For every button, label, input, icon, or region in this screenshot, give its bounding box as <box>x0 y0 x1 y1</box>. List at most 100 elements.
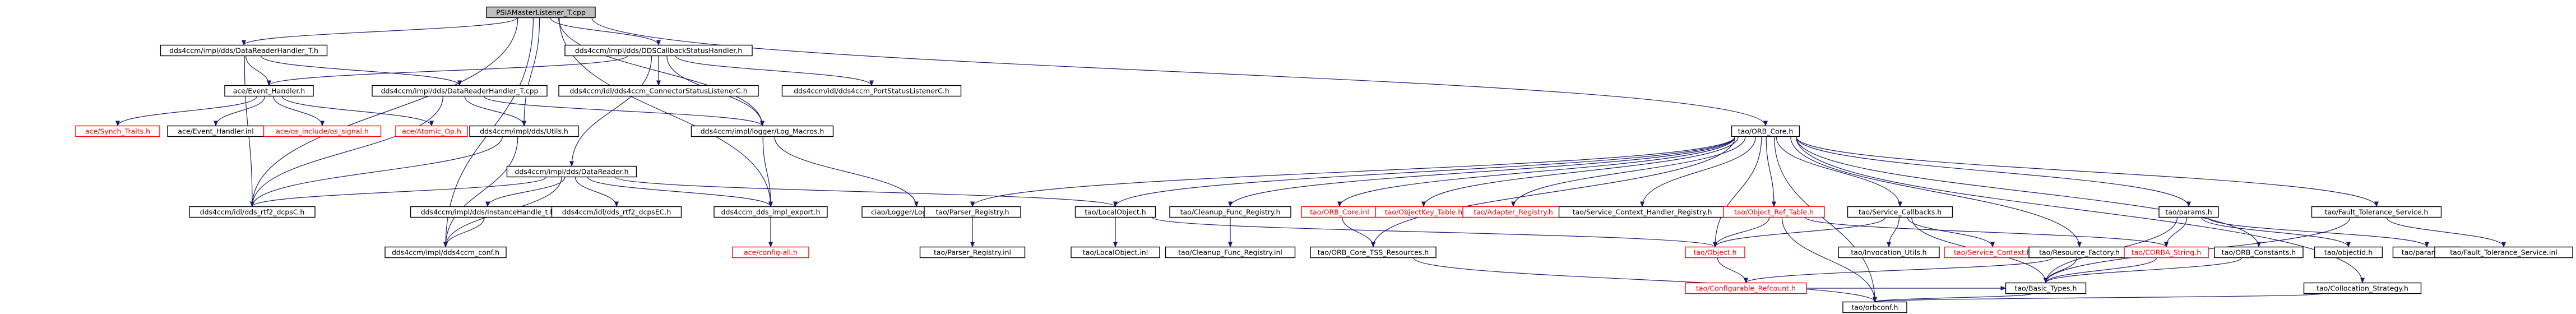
file-node-cleanup[interactable]: tao/Cleanup_Func_Registry.h <box>1169 206 1291 218</box>
dependency-edge-orb-core-to-objkey <box>1421 136 1739 207</box>
file-node-label: tao/Fault_Tolerance_Service.h <box>2325 208 2429 216</box>
file-node-synch[interactable]: ace/Synch_Traits.h <box>75 125 160 137</box>
file-node-label: tao/ORB_Core_TSS_Resources.h <box>1318 248 1429 257</box>
file-node-label: dds4ccm/idl/dds_rtf2_dcpsEC.h <box>562 208 671 216</box>
file-node-label: ace/Event_Handler.inl <box>178 127 253 136</box>
file-node-box <box>160 44 328 57</box>
file-node-svccb[interactable]: tao/Service_Callbacks.h <box>1847 206 1953 218</box>
dependency-edge-orb-core-to-svccb <box>1776 136 1902 207</box>
file-node-box <box>781 85 962 97</box>
dependency-edge-inst-h-to-cconf-h <box>443 217 485 248</box>
file-node-box <box>2434 246 2573 258</box>
dependency-edge-dr-h-to-export-h <box>587 177 773 207</box>
dependency-edge-objref-to-orbconf <box>1781 217 1877 303</box>
file-node-schreg[interactable]: tao/Service_Context_Handler_Registry.h <box>1558 206 1726 218</box>
dependency-edge-orb-core-to-params <box>1795 136 2191 207</box>
file-node-inst-h[interactable]: dds4ccm/impl/dds/InstanceHandle_t.h <box>410 206 566 218</box>
file-node-rti-ec[interactable]: dds4ccm/idl/dds_rtf2_dcpsEC.h <box>551 206 682 218</box>
file-node-objref[interactable]: tao/Object_Ref_Table.h <box>1723 206 1825 218</box>
file-node-label: PSIAMasterListener_T.cpp <box>496 8 586 17</box>
file-node-basic-types[interactable]: tao/Basic_Types.h <box>2005 282 2087 294</box>
file-node-ace-eh-h[interactable]: ace/Event_Handler.h <box>224 85 314 97</box>
dependency-edge-svccb-to-object-h <box>1713 217 1886 248</box>
dependency-edge-orb-core-to-schreg <box>1640 136 1756 207</box>
dependency-edge-root-to-drh-t-h <box>242 17 518 46</box>
file-node-box <box>486 6 596 19</box>
dependency-edge-params-to-params-inl <box>2207 217 2429 248</box>
dependency-edge-tss-to-orbconf <box>1413 257 1877 303</box>
file-node-rti-c[interactable]: dds4ccm/idl/dds_rtf2_dcpsC.h <box>189 206 316 218</box>
file-node-orbconf[interactable]: tao/orbconf.h <box>1842 301 1907 313</box>
file-node-resfact[interactable]: tao/Resource_Factory.h <box>2028 246 2130 258</box>
file-node-logmacros[interactable]: dds4ccm/impl/logger/Log_Macros.h <box>691 125 834 137</box>
file-node-config-all[interactable]: ace/config-all.h <box>732 246 809 258</box>
file-node-collocation[interactable]: tao/Collocation_Strategy.h <box>2303 282 2422 294</box>
dependency-edge-orb-core-to-tss <box>1371 136 1736 248</box>
file-node-box <box>189 206 316 218</box>
file-node-box <box>2303 282 2422 294</box>
file-node-eh-inl[interactable]: ace/Event_Handler.inl <box>167 125 265 137</box>
file-node-tss[interactable]: tao/ORB_Core_TSS_Resources.h <box>1310 246 1437 258</box>
dependency-edge-orb-core-to-orbcore-ext <box>1337 136 1736 207</box>
file-node-label: tao/Parser_Registry.h <box>935 208 1009 216</box>
dependency-edge-orb-core-to-fts <box>1795 136 2379 207</box>
file-node-orb-core[interactable]: tao/ORB_Core.h <box>1731 125 1800 137</box>
file-node-fts-inl[interactable]: tao/Fault_Tolerance_Service.inl <box>2434 246 2573 258</box>
file-node-params[interactable]: tao/params.h <box>2158 206 2219 218</box>
dependency-edge-root-to-logmacros <box>558 17 765 127</box>
file-node-svcctx[interactable]: tao/Service_Context.h <box>1944 246 2041 258</box>
file-node-box <box>1731 125 1800 137</box>
file-node-pstat-c[interactable]: dds4ccm/idl/dds4ccm_PortStatusListenerC.… <box>781 85 962 97</box>
file-node-localobj-inl[interactable]: tao/LocalObject.inl <box>1071 246 1160 258</box>
file-node-ddscb-h[interactable]: dds4ccm/impl/dds/DDSCallbackStatusHandle… <box>564 44 753 57</box>
file-node-orbconst[interactable]: tao/ORB_Constants.h <box>2214 246 2304 258</box>
file-node-dr-h[interactable]: dds4ccm/impl/dds/DataReader.h <box>506 165 637 178</box>
file-node-label: tao/Service_Callbacks.h <box>1859 208 1942 216</box>
dependency-edge-fts-to-fts-inl <box>2386 217 2506 248</box>
file-node-root[interactable]: PSIAMasterListener_T.cpp <box>486 6 596 19</box>
file-node-cstat-c[interactable]: dds4ccm/idl/dds4ccm_ConnectorStatusListe… <box>558 85 759 97</box>
dependency-edge-drh-t-cpp-to-logmacros <box>483 95 765 127</box>
file-node-cleanup-inl[interactable]: tao/Cleanup_Func_Registry.inl <box>1165 246 1296 258</box>
file-node-label: ace/os_include/os_signal.h <box>276 127 369 136</box>
dependency-edge-drh-t-h-to-drh-t-cpp <box>261 56 462 86</box>
file-node-label: tao/Cleanup_Func_Registry.inl <box>1178 248 1282 257</box>
file-node-box <box>924 206 1021 218</box>
dependency-edge-root-to-rti-c <box>250 17 518 207</box>
dependency-edge-orbcore-ext-to-tss <box>1342 217 1375 248</box>
file-node-adapter[interactable]: tao/Adapter_Registry.h <box>1462 206 1564 218</box>
file-node-label: tao/Configurable_Refcount.h <box>1696 284 1796 293</box>
dependency-edge-svccb-to-invutils <box>1887 217 1899 248</box>
file-node-box <box>2158 206 2219 218</box>
file-node-fts[interactable]: tao/Fault_Tolerance_Service.h <box>2311 206 2442 218</box>
file-node-parser-inl[interactable]: tao/Parser_Registry.inl <box>919 246 1026 258</box>
file-node-drh-t-cpp[interactable]: dds4ccm/impl/dds/DataReaderHandler_T.cpp <box>372 85 548 97</box>
file-node-objkey[interactable]: tao/ObjectKey_Table.h <box>1375 206 1472 218</box>
file-node-orbcore-ext[interactable]: tao/ORB_Core.inl <box>1301 206 1378 218</box>
file-node-label: tao/Parser_Registry.inl <box>934 248 1011 257</box>
file-node-os-signal[interactable]: ace/os_include/os_signal.h <box>263 125 382 137</box>
dependency-edges <box>115 17 2506 303</box>
file-node-box <box>714 206 828 218</box>
file-node-box <box>1838 246 1940 258</box>
file-node-box <box>1842 301 1907 313</box>
file-node-drh-t-h[interactable]: dds4ccm/impl/dds/DataReaderHandler_T.h <box>160 44 328 57</box>
file-node-localobj[interactable]: tao/LocalObject.h <box>1074 206 1156 218</box>
file-node-corbastr[interactable]: tao/CORBA_String.h <box>2124 246 2209 258</box>
file-node-export-h[interactable]: dds4ccm_dds_impl_export.h <box>714 206 828 218</box>
file-node-invutils[interactable]: tao/Invocation_Utils.h <box>1838 246 1940 258</box>
file-node-object-h[interactable]: tao/Object.h <box>1685 246 1745 258</box>
file-node-label: tao/Object_Ref_Table.h <box>1734 208 1814 216</box>
file-node-utils-h[interactable]: dds4ccm/impl/dds/Utils.h <box>469 125 579 137</box>
dependency-edge-logmacros-to-export-h <box>762 136 773 207</box>
dependency-edge-logmacros-to-ciao-log <box>774 136 919 207</box>
file-node-cconf-h[interactable]: dds4ccm/impl/dds4ccm_conf.h <box>384 246 507 258</box>
file-node-atomic[interactable]: ace/Atomic_Op.h <box>395 125 468 137</box>
file-node-parser-reg[interactable]: tao/Parser_Registry.h <box>924 206 1021 218</box>
file-node-objectid[interactable]: tao/objectid.h <box>2314 246 2383 258</box>
file-node-label: dds4ccm_dds_impl_export.h <box>721 208 821 216</box>
file-node-box <box>1074 206 1156 218</box>
file-node-box <box>224 85 314 97</box>
file-node-refcount[interactable]: tao/Configurable_Refcount.h <box>1685 282 1807 294</box>
file-node-label: tao/Service_Context_Handler_Registry.h <box>1573 208 1712 216</box>
